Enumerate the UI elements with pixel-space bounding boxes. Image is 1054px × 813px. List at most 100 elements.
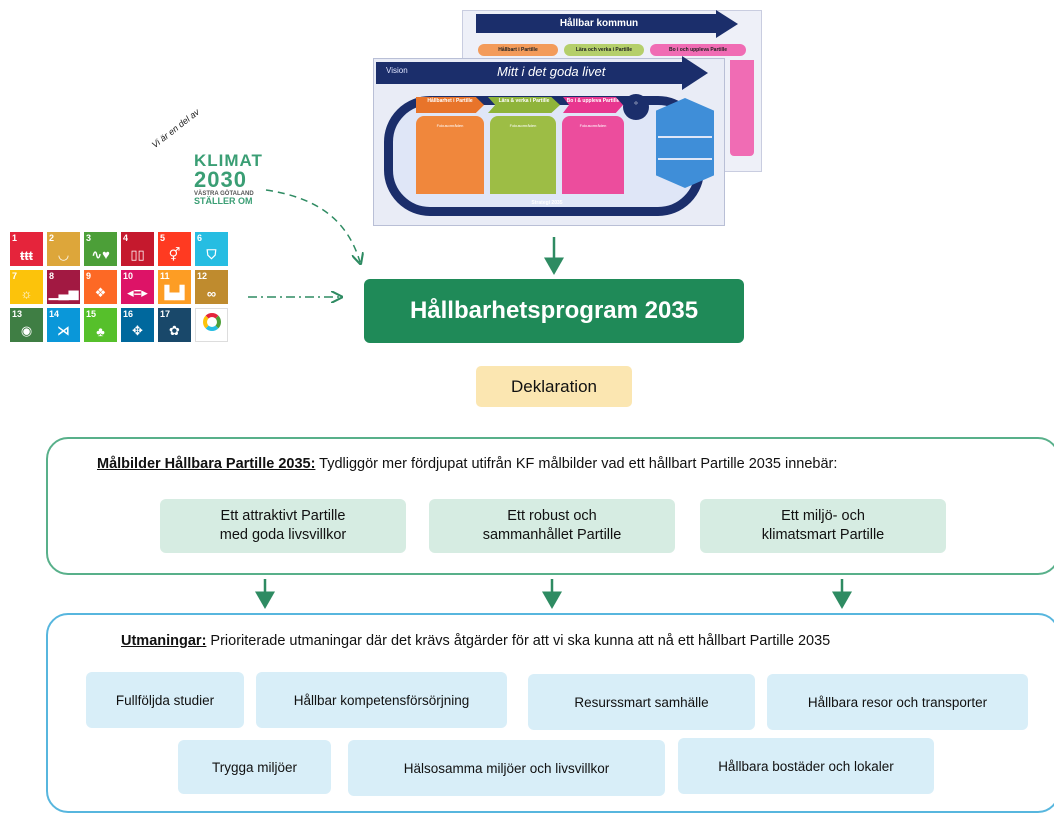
sdg-goal-2: 2◡ — [47, 232, 80, 266]
sdg-goal-number: 17 — [160, 309, 171, 319]
klimat-line1: KLIMAT — [194, 151, 263, 170]
focus-column-orange: Fokusområden — [416, 116, 484, 194]
klimat-line3: VÄSTRA GÖTALAND — [194, 191, 254, 197]
target-images-section — [46, 437, 1054, 575]
challenge-box: Fullföljda studier — [86, 672, 244, 728]
sdg-goal-14: 14 ⋊ — [47, 308, 80, 342]
vision-banner — [376, 62, 686, 84]
tree-icon: ♣ — [96, 324, 105, 339]
water-icon: ⛉ — [206, 247, 217, 262]
sdg-goal-number: 6 — [197, 233, 203, 243]
sdg-goal-9: 9❖ — [84, 270, 117, 304]
dove-icon: ✥ — [132, 323, 143, 338]
column-head-lara-verka: Lära & verka i Partille — [488, 97, 560, 113]
sdg-goal-16: 16 ✥ — [121, 308, 154, 342]
target-images-heading-key: Målbilder Hållbara Partille 2035: — [97, 456, 316, 472]
goal-line: klimatsmart Partille — [761, 527, 885, 543]
infinity-icon: ∞ — [206, 286, 217, 301]
klimat-line2: 2030 — [194, 167, 247, 192]
declaration-box: Deklaration — [476, 366, 632, 407]
target-images-heading-text: Tydliggör mer fördjupat utifrån KF målbi… — [315, 456, 838, 472]
sdg-goal-number: 2 — [49, 233, 55, 243]
sdg-goal-13: 13 ◉ — [10, 308, 43, 342]
gender-icon: ⚥ — [168, 247, 181, 262]
blue-hexagon-stack — [656, 98, 714, 188]
challenges-heading-key: Utmaningar: — [121, 633, 207, 649]
flower-icon: ✿ — [169, 323, 180, 338]
sdg-goal-number: 1 — [12, 233, 18, 243]
goal-line: Ett miljö- och — [781, 508, 865, 524]
goal-box: Ett miljö- och klimatsmart Partille — [700, 499, 946, 553]
cubes-icon: ❖ — [94, 285, 107, 300]
heartbeat-icon: ∿♥ — [91, 247, 110, 262]
focus-column-green: Fokusområden — [490, 116, 556, 194]
challenge-box: Hållbara bostäder och lokaler — [678, 738, 934, 794]
vision-label: Vision — [386, 66, 408, 75]
strategy-label: Strategi 2035 — [531, 200, 563, 206]
goal-box: Ett robust och sammanhållet Partille — [429, 499, 675, 553]
sdg-goal-number: 3 — [86, 233, 92, 243]
goal-line: Ett attraktivt Partille — [220, 508, 346, 524]
sdg-goal-11: 11 ▙▟ — [158, 270, 191, 304]
hexagon-divider — [658, 158, 712, 160]
sdg-goal-3: 3 ∿♥ — [84, 232, 117, 266]
sdg-goal-number: 7 — [12, 271, 18, 281]
klimat-connector-arrow — [265, 189, 360, 262]
sdg-goal-number: 11 — [160, 271, 170, 281]
vision-arrow — [682, 56, 708, 90]
city-icon: ▙▟ — [164, 285, 185, 300]
target-images-heading: Målbilder Hållbara Partille 2035: Tydlig… — [97, 456, 837, 472]
growth-icon: ▁▃▅ — [48, 285, 79, 300]
focus-column-pink: Fokusområden — [562, 116, 624, 194]
sdg-goal-12: 12 ∞ — [195, 270, 228, 304]
sdg-wheel-logo — [195, 308, 228, 342]
vision-text: Mitt i det goda livet — [497, 64, 606, 79]
sdg-goal-number: 13 — [12, 309, 23, 319]
goal-line: med goda livsvillkor — [219, 527, 347, 543]
banner-arrow — [716, 10, 738, 38]
bowl-icon: ◡ — [58, 247, 69, 262]
program-box: Hållbarhetsprogram 2035 — [364, 279, 744, 343]
sdg-goal-number: 9 — [86, 271, 92, 281]
goal-box: Ett attraktivt Partille med goda livsvill… — [160, 499, 406, 553]
sdg-goal-number: 14 — [49, 309, 60, 319]
book-icon: ▯▯ — [130, 247, 145, 262]
column-head-hallbarhet: Hållbarhet i Partille — [416, 97, 484, 113]
sdg-goal-number: 8 — [49, 271, 55, 281]
sdg-goal-4: 4▯▯ — [121, 232, 154, 266]
challenge-box: Hållbar kompetensförsörjning — [256, 672, 507, 728]
sdg-goal-5: 5⚥ — [158, 232, 191, 266]
challenge-box: Hållbara resor och transporter — [767, 674, 1028, 730]
goal-line: sammanhållet Partille — [482, 527, 622, 543]
klimat-line4: STÄLLER OM — [194, 196, 253, 206]
sdg-goal-number: 15 — [86, 309, 97, 319]
back-tab-3: Bo i och uppleva Partille — [650, 44, 746, 56]
hallbar-kommun-banner: Hållbar kommun — [476, 14, 722, 33]
sdg-goal-number: 12 — [197, 271, 208, 281]
sdg-goal-15: 15 ♣ — [84, 308, 117, 342]
back-tab-1: Hållbart i Partille — [478, 44, 558, 56]
hexagon-divider — [658, 136, 712, 138]
challenges-heading-text: Prioriterade utmaningar där det krävs åt… — [206, 633, 831, 649]
goal-line: Ett robust och — [507, 508, 597, 524]
sdg-goal-10: 10◂=▸ — [121, 270, 154, 304]
sdg-goal-17: 17 ✿ — [158, 308, 191, 342]
strategy-circle-icon: ◎ — [623, 94, 649, 120]
challenge-box: Resurssmart samhälle — [528, 674, 755, 730]
sdg-goal-number: 16 — [123, 309, 134, 319]
column-head-bo-uppleva: Bo i & uppleva Partille — [563, 97, 623, 113]
challenge-box: Trygga miljöer — [178, 740, 331, 794]
equality-icon: ◂=▸ — [127, 285, 148, 300]
sdg-wheel-icon — [203, 313, 221, 331]
people-icon: ŧŧŧ — [20, 248, 33, 263]
challenges-heading: Utmaningar: Prioriterade utmaningar där … — [121, 633, 830, 649]
back-tab-2: Lära och verka i Partille — [564, 44, 644, 56]
sdg-goal-number: 5 — [160, 233, 166, 243]
klimat-2030-logo: KLIMAT 2030 VÄSTRA GÖTALAND STÄLLER OM — [194, 152, 263, 206]
fish-icon: ⋊ — [57, 323, 70, 338]
eye-icon: ◉ — [20, 323, 33, 338]
sdg-goal-7: 7☼ — [10, 270, 43, 304]
